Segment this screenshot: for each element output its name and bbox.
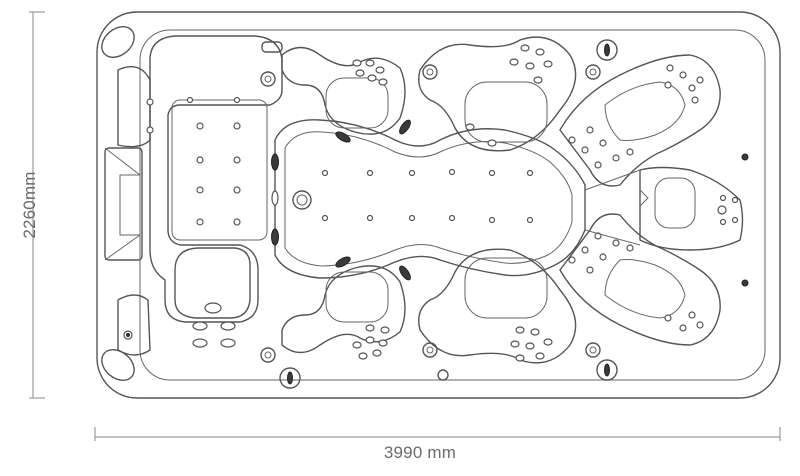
- spa-outer-shell: [96, 11, 781, 399]
- seat-top-1: [281, 46, 406, 135]
- seat-right-bottom: [559, 213, 721, 346]
- seat-right-end: [639, 166, 744, 251]
- lounge-backrest: [171, 99, 268, 241]
- seat-right-end-jets: [717, 194, 739, 226]
- seat-top-1-jets: [352, 59, 388, 86]
- seat-top-2-jets: [465, 44, 553, 147]
- floor-jets: [321, 168, 534, 224]
- accent-lights: [271, 119, 411, 281]
- seat-right-bottom-inner: [604, 259, 686, 319]
- seat-top-2: [418, 36, 577, 152]
- width-dimension-line: [94, 427, 781, 441]
- diverter-valves: [279, 39, 618, 389]
- seat-right-top-jets: [568, 64, 704, 169]
- seat-lower-left-jets: [192, 302, 236, 348]
- corner-recess-bottom-left: [101, 349, 135, 381]
- pillow-top-left: [261, 41, 283, 53]
- central-footwell: [274, 119, 586, 279]
- control-panel: [104, 147, 143, 261]
- corner-recess-top-left: [101, 26, 135, 58]
- seat-bottom-1: [281, 265, 406, 354]
- air-controls: [260, 64, 601, 381]
- seat-top-2-bowl: [464, 81, 548, 143]
- seat-right-bottom-jets: [568, 232, 704, 332]
- lounge-seat-left: [149, 35, 283, 323]
- seat-bottom-2-jets: [510, 326, 553, 362]
- seat-bottom-1-jets: [352, 324, 390, 360]
- left-step: [117, 66, 151, 148]
- height-dimension-label: 2260mm: [20, 171, 39, 239]
- seat-top-1-bowl: [325, 77, 389, 129]
- lounge-jets: [196, 122, 241, 226]
- seat-bottom-2: [418, 248, 577, 364]
- drain: [292, 190, 312, 210]
- drain-inner: [296, 194, 308, 206]
- right-channel: [584, 169, 649, 246]
- width-dimension-label: 3990 mm: [383, 443, 457, 462]
- left-side-jets: [146, 96, 241, 134]
- seat-lower-left: [174, 247, 251, 319]
- seat-bottom-2-bowl: [464, 257, 548, 319]
- corner-fixtures: [123, 153, 749, 340]
- seat-bottom-1-bowl: [325, 271, 389, 323]
- seat-right-top-inner: [604, 81, 686, 141]
- seat-right-end-bowl: [654, 177, 696, 229]
- central-footwell-inner: [284, 131, 573, 267]
- left-step-lower: [117, 294, 151, 356]
- seat-right-top: [559, 54, 721, 187]
- height-dimension-line: [29, 11, 45, 399]
